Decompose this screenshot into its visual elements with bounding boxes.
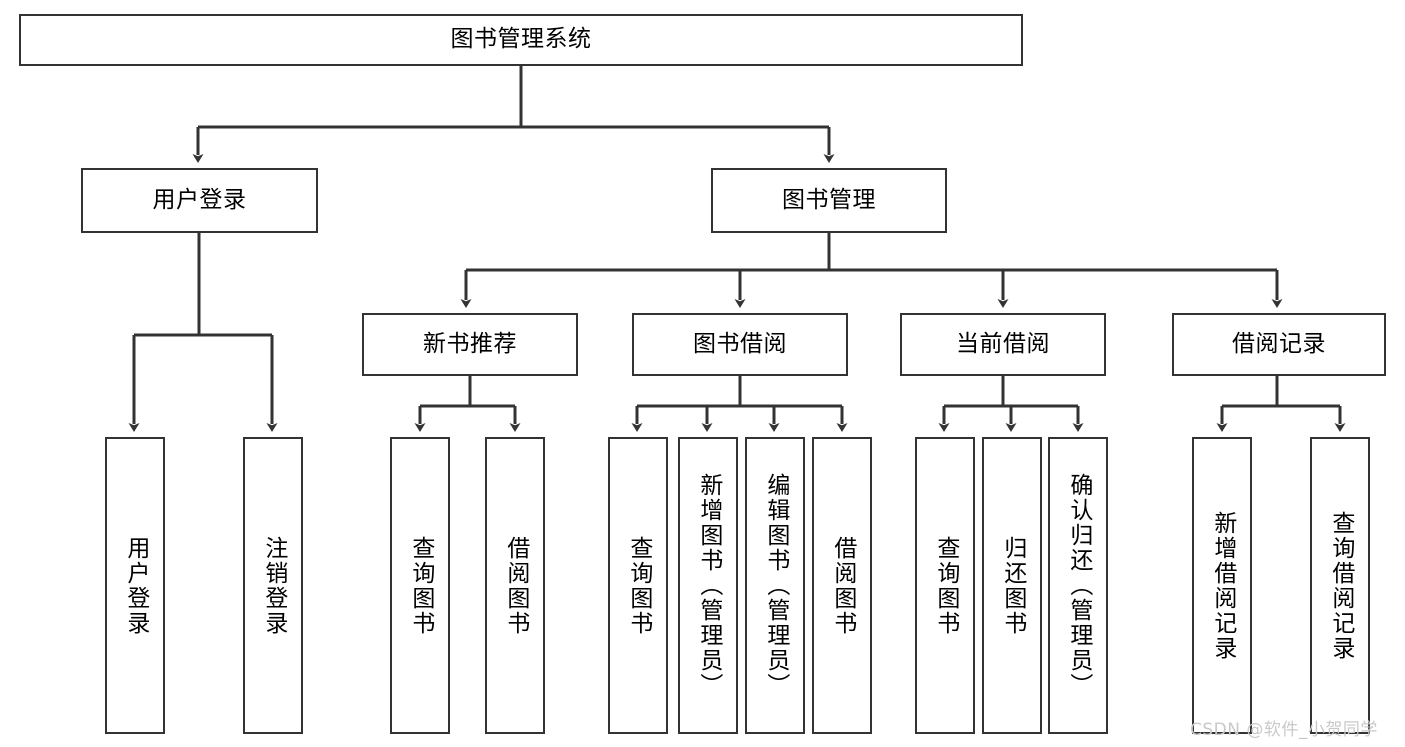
node-level3-0[interactable]: 新书推荐 xyxy=(362,313,578,376)
csdn-watermark: CSDN @软件_小贺同学 xyxy=(1190,720,1378,740)
node-level3-3[interactable]: 借阅记录 xyxy=(1172,313,1386,376)
node-label: 用户登录 xyxy=(122,535,149,636)
node-root[interactable]: 图书管理系统 xyxy=(19,14,1023,66)
node-level2-0[interactable]: 用户登录 xyxy=(81,168,318,233)
node-leaf-0[interactable]: 用户登录 xyxy=(105,437,165,734)
node-label: 查询图书 xyxy=(625,535,652,636)
node-leaf-10[interactable]: 确认归还（管理员） xyxy=(1048,437,1108,734)
node-label: 新增图书（管理员） xyxy=(695,473,722,698)
node-label: 图书管理 xyxy=(782,186,876,213)
node-level2-1[interactable]: 图书管理 xyxy=(711,168,947,233)
node-label: 当前借阅 xyxy=(956,330,1050,357)
node-label: 图书管理系统 xyxy=(450,26,592,53)
node-leaf-11[interactable]: 新增借阅记录 xyxy=(1192,437,1252,734)
node-leaf-3[interactable]: 借阅图书 xyxy=(485,437,545,734)
node-leaf-2[interactable]: 查询图书 xyxy=(390,437,450,734)
node-label: 图书借阅 xyxy=(693,330,787,357)
node-label: 借阅图书 xyxy=(829,535,856,636)
node-label: 用户登录 xyxy=(152,186,247,213)
node-level3-2[interactable]: 当前借阅 xyxy=(900,313,1106,376)
node-label: 借阅记录 xyxy=(1232,330,1326,357)
node-leaf-12[interactable]: 查询借阅记录 xyxy=(1310,437,1370,734)
node-label: 确认归还（管理员） xyxy=(1065,473,1092,698)
node-level3-1[interactable]: 图书借阅 xyxy=(632,313,848,376)
node-label: 注销登录 xyxy=(260,535,287,636)
node-label: 新增借阅记录 xyxy=(1209,510,1236,661)
node-leaf-4[interactable]: 查询图书 xyxy=(608,437,668,734)
node-label: 查询借阅记录 xyxy=(1327,510,1354,661)
node-label: 借阅图书 xyxy=(502,535,529,636)
node-label: 查询图书 xyxy=(407,535,434,636)
node-label: 查询图书 xyxy=(932,535,959,636)
node-label: 编辑图书（管理员） xyxy=(762,473,789,698)
node-label: 新书推荐 xyxy=(423,330,517,357)
node-leaf-8[interactable]: 查询图书 xyxy=(915,437,975,734)
node-leaf-7[interactable]: 借阅图书 xyxy=(812,437,872,734)
node-label: 归还图书 xyxy=(999,535,1026,636)
node-leaf-6[interactable]: 编辑图书（管理员） xyxy=(745,437,805,734)
node-leaf-9[interactable]: 归还图书 xyxy=(982,437,1042,734)
node-leaf-5[interactable]: 新增图书（管理员） xyxy=(678,437,738,734)
node-leaf-1[interactable]: 注销登录 xyxy=(243,437,303,734)
